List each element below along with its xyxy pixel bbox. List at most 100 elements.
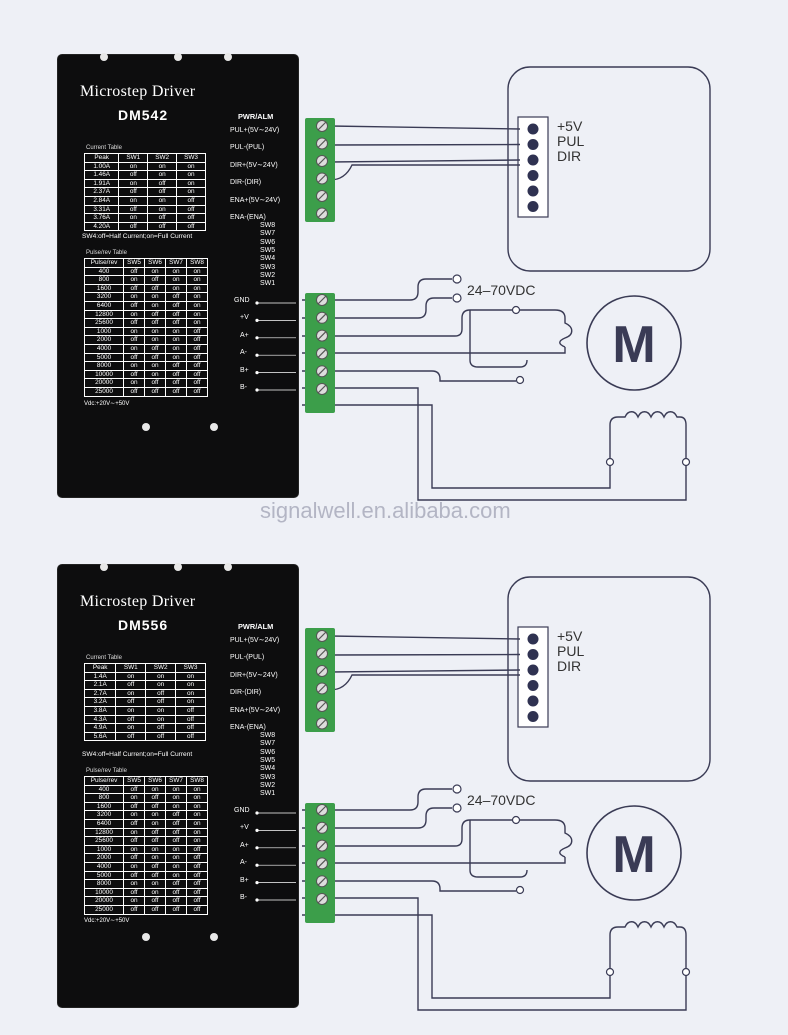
signal-pin-label: DIR+(5V∼24V) xyxy=(230,162,278,169)
controller-pin xyxy=(527,695,539,707)
dip-switch-label: SW3 xyxy=(260,773,276,781)
controller-label: PUL xyxy=(557,643,585,659)
controller-pin xyxy=(527,633,539,645)
mount-hole xyxy=(210,933,218,941)
dip-switch-label: SW7 xyxy=(260,230,276,238)
coil-terminal xyxy=(605,967,615,977)
power-pin-label: A- xyxy=(240,859,247,867)
signal-wire xyxy=(329,143,521,146)
table-cell: off xyxy=(185,386,209,397)
signal-terminal-block xyxy=(305,118,335,222)
mount-hole xyxy=(100,563,108,571)
dip-switch-label: SW5 xyxy=(260,246,276,254)
coil-b-wire xyxy=(302,404,611,489)
coil-a-wire xyxy=(302,309,505,337)
pin-dot xyxy=(255,863,259,867)
screw-slot xyxy=(317,858,327,868)
screw-slot xyxy=(317,295,327,305)
screw-slot xyxy=(317,701,327,711)
driver-model: DM556 xyxy=(118,617,169,633)
coil-terminal xyxy=(511,815,521,825)
pin-dot xyxy=(255,388,259,392)
screw-slot xyxy=(317,139,327,148)
power-pin-label: A- xyxy=(240,349,247,357)
coil-terminal xyxy=(515,885,525,895)
table-cell: 4.20A xyxy=(83,221,120,232)
signal-pin-label: DIR+(5V∼24V) xyxy=(230,672,278,679)
screw-slot xyxy=(317,331,327,341)
table-cell: off xyxy=(175,731,206,742)
mount-hole xyxy=(142,423,150,431)
vdc-range: Vdc:+20V∼+50V xyxy=(84,401,130,407)
mount-hole xyxy=(224,53,232,61)
mount-hole xyxy=(210,423,218,431)
pwr-alm-label: PWR/ALM xyxy=(238,622,274,631)
motor-circle xyxy=(586,805,682,901)
dip-switch-label: SW3 xyxy=(260,263,276,271)
mount-hole xyxy=(174,563,182,571)
power-pin-label: B- xyxy=(240,894,247,901)
sw4-note: SW4:off=Half Current;on=Full Current xyxy=(82,233,193,240)
screw-slot xyxy=(317,384,327,394)
supply-terminal xyxy=(452,803,462,813)
coil-a-winding xyxy=(505,309,573,348)
signal-pin-label: ENA+(5V∼24V) xyxy=(230,707,281,714)
screw-slot xyxy=(317,649,327,658)
vplus-wire xyxy=(302,297,452,319)
watermark: signalwell.en.alibaba.com xyxy=(260,498,511,523)
coil-a-winding xyxy=(505,819,573,858)
current-table-caption: Current Table xyxy=(86,145,122,151)
dip-switch-label: SW7 xyxy=(260,740,276,748)
coil-b-winding xyxy=(609,411,687,460)
supply-terminal xyxy=(452,274,462,284)
signal-pin-label: PUL-(PUL) xyxy=(230,143,265,151)
screw-slot xyxy=(317,209,327,218)
coil-b-wire xyxy=(302,897,687,1011)
signal-pin-label: DIR-(DIR) xyxy=(230,688,262,696)
signal-wire xyxy=(329,635,521,640)
coil-a-wire xyxy=(302,347,566,354)
signal-pin-label: ENA-(ENA) xyxy=(230,723,266,731)
coil-b-wire xyxy=(302,914,611,999)
pin-dot xyxy=(255,318,259,322)
pin-dot xyxy=(255,301,259,305)
power-pin-label: +V xyxy=(240,824,249,832)
pulse-table-caption: Pulse/rev Table xyxy=(86,768,127,774)
dip-switch-label: SW8 xyxy=(260,732,276,739)
mount-hole xyxy=(100,53,108,61)
motor-label: M xyxy=(612,316,655,374)
supply-terminal xyxy=(452,784,462,794)
vplus-wire xyxy=(302,807,452,829)
screw-slot xyxy=(317,841,327,851)
table-cell: 25000 xyxy=(83,904,125,915)
wiring-svg: M xyxy=(302,66,711,501)
screw-slot xyxy=(317,121,327,131)
signal-wire xyxy=(329,669,521,673)
pin-dot xyxy=(255,828,259,832)
current-table-caption: Current Table xyxy=(86,655,122,661)
terminal-screws xyxy=(316,630,328,905)
controller-label: +5V xyxy=(557,628,583,644)
dip-switch-label: SW4 xyxy=(260,255,276,263)
dip-switch-label: SW6 xyxy=(260,748,276,756)
coil-a-wire xyxy=(302,819,505,847)
screw-slot xyxy=(317,876,327,886)
terminal-screws xyxy=(316,120,328,395)
signal-wire xyxy=(329,159,521,163)
table-cell: off xyxy=(185,904,209,915)
supply-voltage-label: 24–70VDC xyxy=(467,792,536,808)
coil-terminal xyxy=(511,305,521,315)
controller-pin xyxy=(527,201,539,212)
